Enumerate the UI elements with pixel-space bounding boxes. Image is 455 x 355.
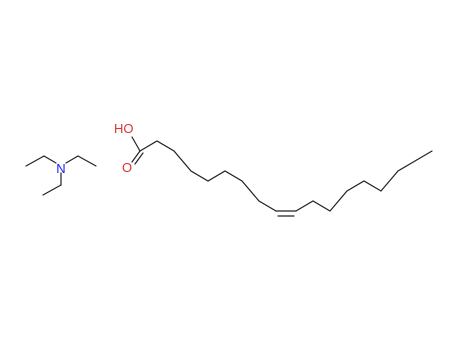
hydroxyl-label: HO xyxy=(114,121,134,136)
bond-c1-o-double-b xyxy=(134,152,144,165)
bond-ethyl3-ch3 xyxy=(42,184,62,196)
bond-n-ethyl1 xyxy=(43,155,57,164)
triethylamine-structure xyxy=(25,155,97,196)
bond-c1-o-double-a xyxy=(131,150,141,163)
alkyl-chain-tail xyxy=(295,150,433,212)
alkyl-chain-front xyxy=(139,140,277,212)
bond-ethyl1-ch3 xyxy=(25,155,45,167)
bond-c1-oh xyxy=(131,136,141,152)
carbonyl-oxygen-label: O xyxy=(122,160,132,175)
bond-ethyl2-ch3 xyxy=(77,155,97,167)
oleic-acid-structure xyxy=(131,136,433,217)
bond-n-ethyl2 xyxy=(65,155,79,164)
nitrogen-label: N xyxy=(56,161,65,176)
